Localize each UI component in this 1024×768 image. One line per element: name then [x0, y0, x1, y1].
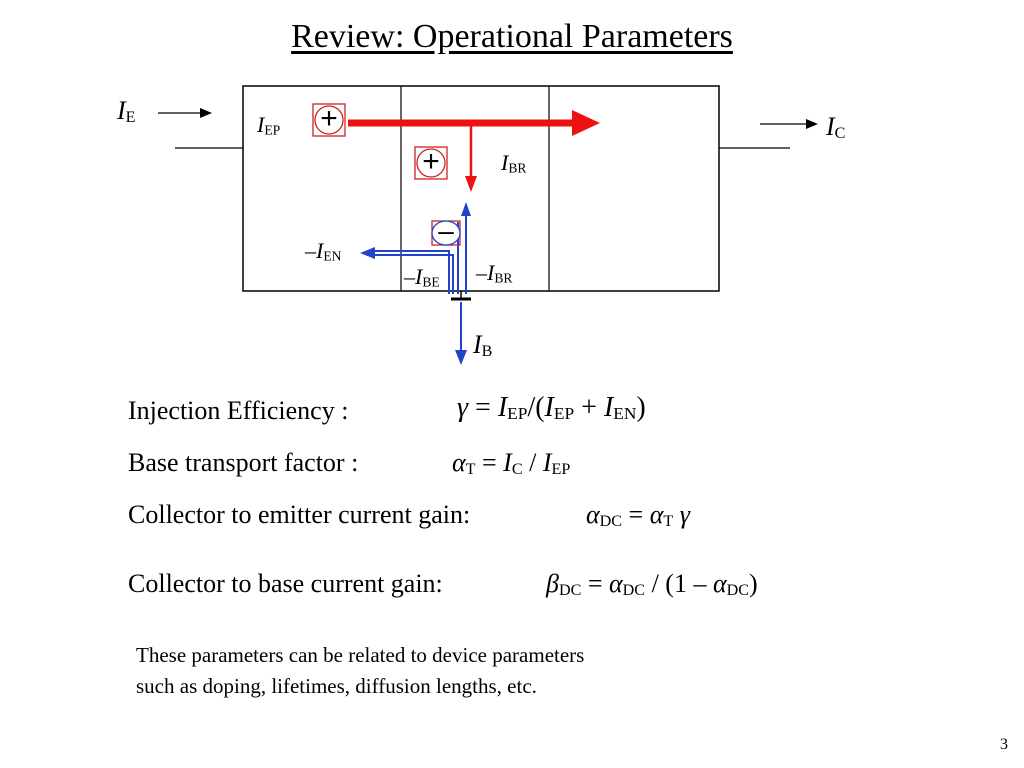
collector-emitter-gain-equation: αDC = αT γ	[586, 500, 690, 530]
collector-base-gain-equation: βDC = αDC / (1 – αDC)	[546, 569, 758, 599]
label-ib: IB	[473, 330, 493, 360]
label-ien: –IEN	[305, 238, 342, 264]
electron-carrier-circle	[431, 220, 461, 246]
ien-arrow-line-outer	[372, 250, 450, 294]
transistor-diagram	[158, 85, 818, 365]
label-ibr-return: –IBR	[476, 260, 513, 286]
label-iep: IEP	[257, 112, 281, 138]
ien-arrow-head	[360, 247, 375, 259]
minus-sign: –	[438, 215, 454, 246]
hole-carrier-circle-1	[314, 105, 344, 135]
page-number: 3	[1000, 736, 1008, 753]
hole-carrier-circle-2	[416, 148, 446, 178]
injection-efficiency-equation: γ = IEP/(IEP + IEN)	[457, 392, 646, 424]
collector-base-gain-label: Collector to base current gain:	[128, 569, 443, 598]
label-ie: IE	[117, 96, 136, 126]
slide-title: Review: Operational Parameters	[291, 18, 733, 55]
ie-arrow-head	[200, 108, 212, 118]
ibr-arrow-head	[465, 176, 477, 192]
hole-carrier-box-2	[414, 146, 448, 180]
ibr2-arrow-head	[461, 202, 471, 216]
label-ibe: –IBE	[404, 264, 440, 290]
label-ic: IC	[826, 112, 846, 142]
iep-arrow-head	[572, 110, 600, 136]
note-line-1: These parameters can be related to devic…	[136, 643, 585, 667]
ic-arrow-head	[806, 119, 818, 129]
plus-sign-1: +	[320, 102, 338, 135]
base-transport-label: Base transport factor :	[128, 448, 359, 477]
note-line-2: such as doping, lifetimes, diffusion len…	[136, 674, 537, 698]
base-transport-equation: αT = IC / IEP	[452, 448, 571, 478]
hole-carrier-box-1	[312, 103, 346, 137]
collector-emitter-gain-label: Collector to emitter current gain:	[128, 500, 471, 529]
injection-efficiency-label: Injection Efficiency :	[128, 396, 349, 425]
ien-arrow-line	[372, 254, 454, 294]
device-outline	[242, 85, 720, 292]
ib-arrow-head	[455, 350, 467, 365]
label-ibr: IBR	[501, 150, 527, 176]
plus-sign-2: +	[422, 145, 440, 178]
